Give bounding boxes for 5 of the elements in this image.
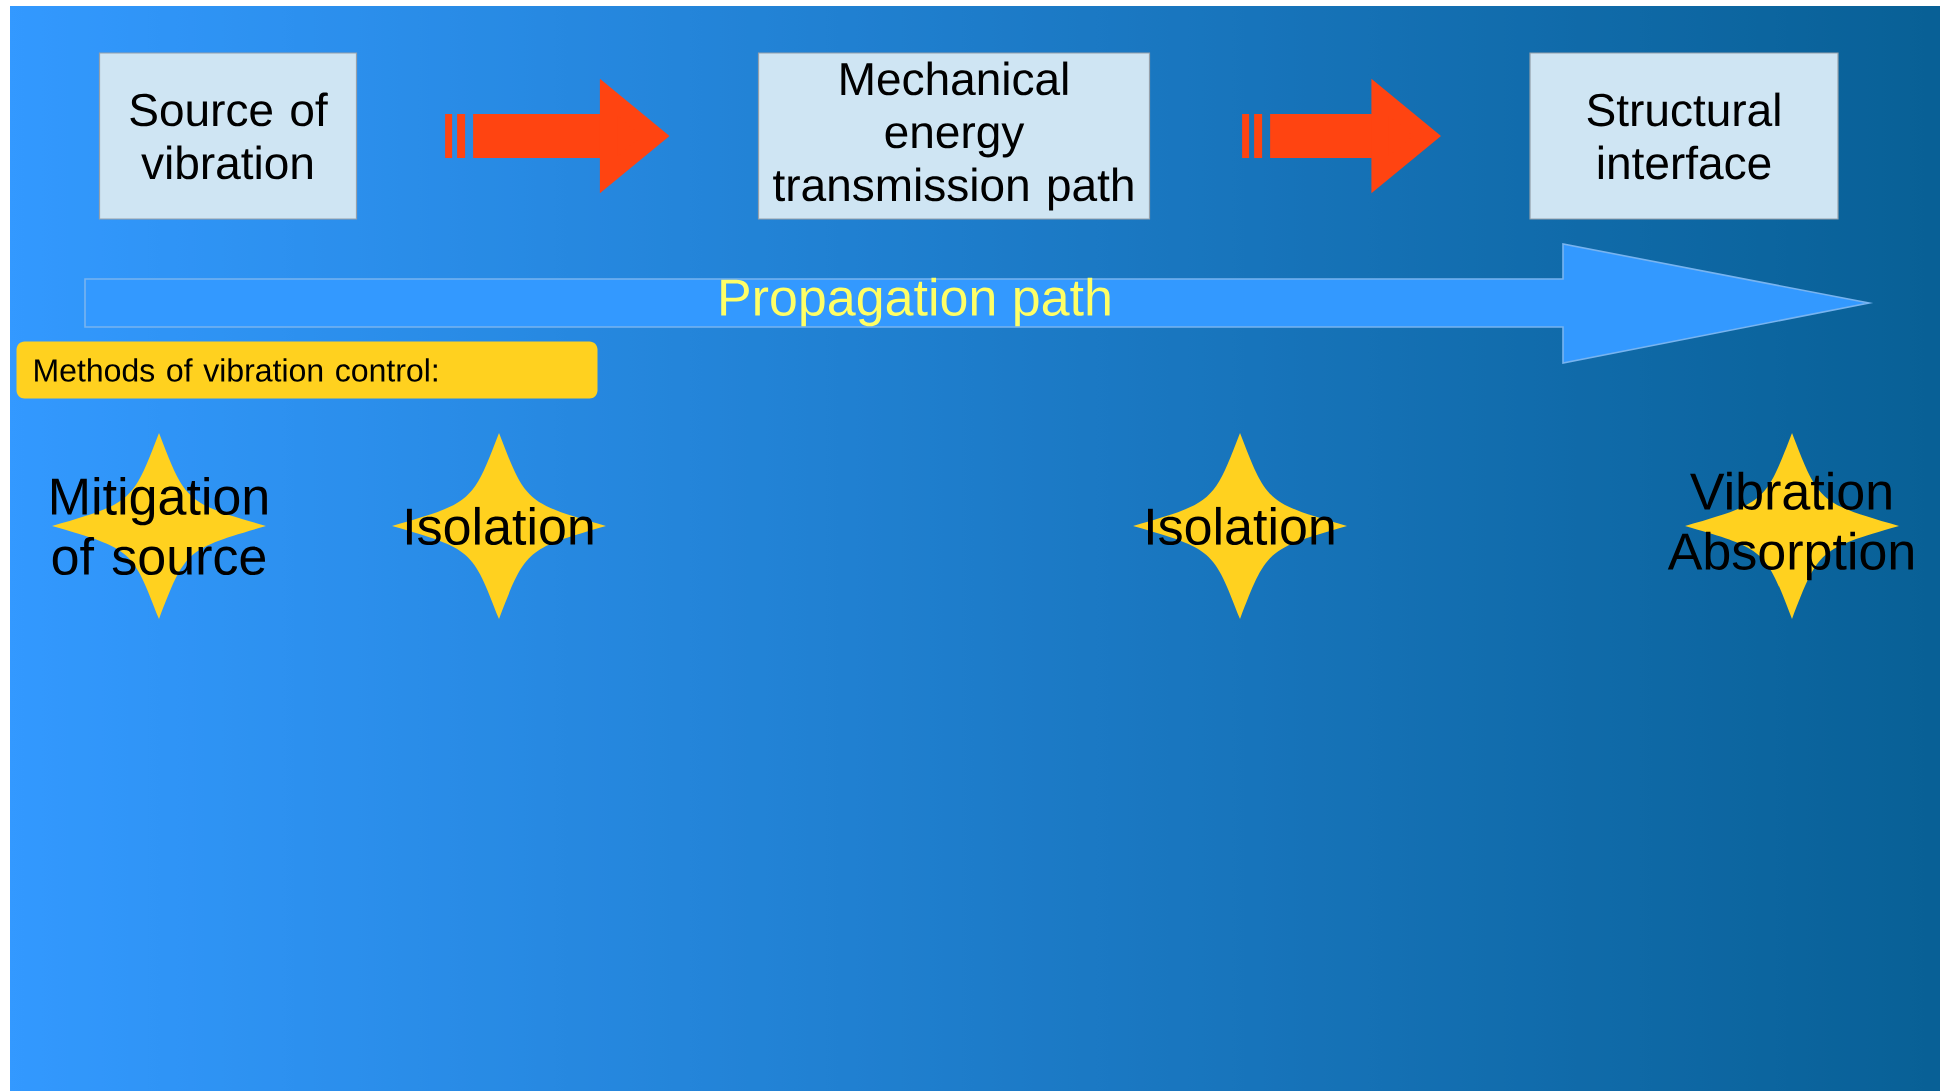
text-box: Structural interface [1529, 52, 1839, 220]
text-box: Mechanical energy transmission path [757, 52, 1151, 220]
arrow-label: Propagation path [721, 277, 1110, 327]
text-box: Source of vibration [98, 52, 358, 220]
heading-tag: Methods of vibration control: [16, 341, 598, 399]
